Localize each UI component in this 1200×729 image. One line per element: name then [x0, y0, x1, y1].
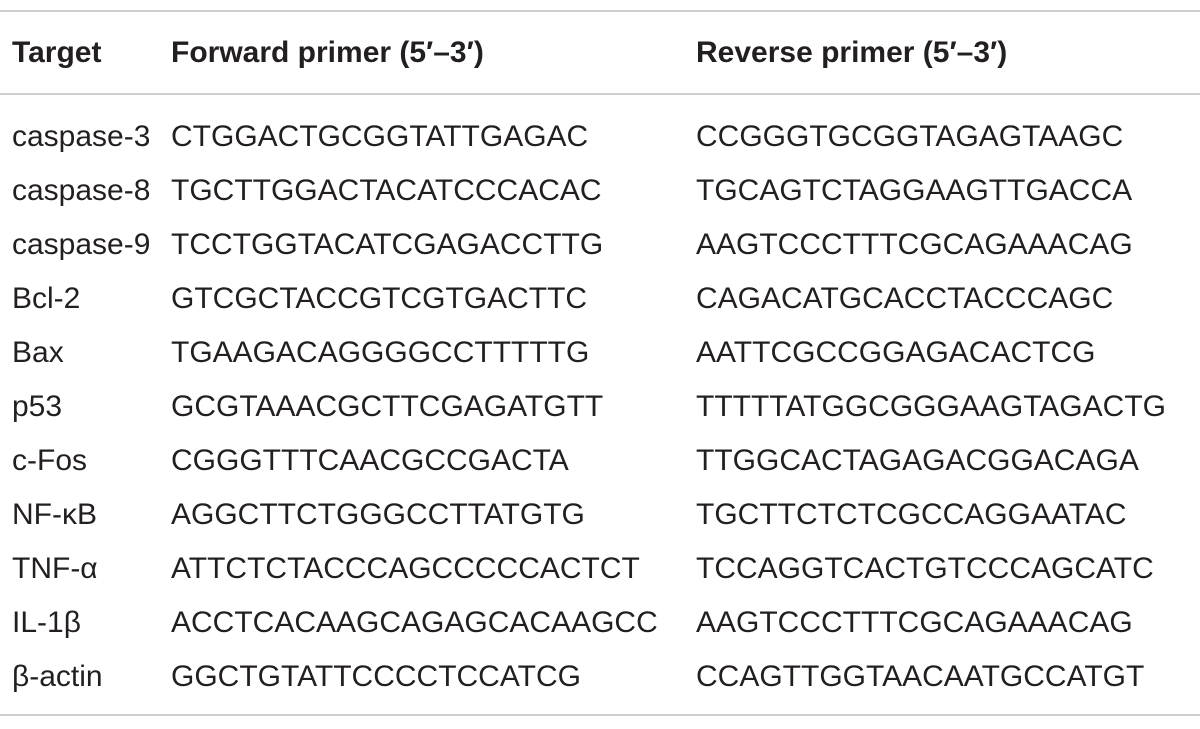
cell-reverse: TTGGCACTAGAGACGGACAGA	[696, 444, 1139, 477]
cell-forward: GGCTGTATTCCCCTCCATCG	[171, 660, 581, 693]
table-row: caspase-8 TGCTTGGACTACATCCCACAC TGCAGTCT…	[0, 164, 1200, 218]
cell-forward: AGGCTTCTGGGCCTTATGTG	[171, 498, 585, 531]
cell-forward: ATTCTCTACCCAGCCCCCACTCT	[171, 552, 640, 585]
header-target: Target	[12, 36, 102, 69]
table-top-rule	[0, 10, 1200, 12]
table-row: c-Fos CGGGTTTCAACGCCGACTA TTGGCACTAGAGAC…	[0, 434, 1200, 488]
cell-forward: ACCTCACAAGCAGAGCACAAGCC	[171, 606, 658, 639]
table-row: TNF-α ATTCTCTACCCAGCCCCCACTCT TCCAGGTCAC…	[0, 542, 1200, 596]
cell-forward: GTCGCTACCGTCGTGACTTC	[171, 282, 588, 315]
cell-target: caspase-9	[12, 228, 151, 261]
table-row: β-actin GGCTGTATTCCCCTCCATCG CCAGTTGGTAA…	[0, 650, 1200, 704]
cell-reverse: CCAGTTGGTAACAATGCCATGT	[696, 660, 1145, 693]
cell-reverse: AAGTCCCTTTCGCAGAAACAG	[696, 606, 1133, 639]
cell-reverse: TCCAGGTCACTGTCCCAGCATC	[696, 552, 1154, 585]
table-row: IL-1β ACCTCACAAGCAGAGCACAAGCC AAGTCCCTTT…	[0, 596, 1200, 650]
cell-forward: CGGGTTTCAACGCCGACTA	[171, 444, 569, 477]
cell-target: caspase-3	[12, 120, 151, 153]
cell-reverse: CCGGGTGCGGTAGAGTAAGC	[696, 120, 1124, 153]
cell-forward: TGCTTGGACTACATCCCACAC	[171, 174, 602, 207]
table-row: NF-κB AGGCTTCTGGGCCTTATGTG TGCTTCTCTCGCC…	[0, 488, 1200, 542]
cell-target: β-actin	[12, 660, 103, 693]
table-header-row: Target Forward primer (5′–3′) Reverse pr…	[0, 30, 1200, 76]
table-row: Bax TGAAGACAGGGGCCTTTTTG AATTCGCCGGAGACA…	[0, 326, 1200, 380]
cell-forward: TGAAGACAGGGGCCTTTTTG	[171, 336, 590, 369]
cell-reverse: TGCAGTCTAGGAAGTTGACCA	[696, 174, 1133, 207]
table-row: caspase-9 TCCTGGTACATCGAGACCTTG AAGTCCCT…	[0, 218, 1200, 272]
cell-reverse: AAGTCCCTTTCGCAGAAACAG	[696, 228, 1133, 261]
cell-reverse: AATTCGCCGGAGACACTCG	[696, 336, 1096, 369]
cell-target: Bax	[12, 336, 64, 369]
table-header-rule	[0, 93, 1200, 95]
cell-target: IL-1β	[12, 606, 81, 639]
cell-target: c-Fos	[12, 444, 87, 477]
cell-forward: CTGGACTGCGGTATTGAGAC	[171, 120, 589, 153]
table-row: p53 GCGTAAACGCTTCGAGATGTT TTTTTATGGCGGGA…	[0, 380, 1200, 434]
table-row: Bcl-2 GTCGCTACCGTCGTGACTTC CAGACATGCACCT…	[0, 272, 1200, 326]
header-reverse-primer: Reverse primer (5′–3′)	[696, 36, 1008, 69]
cell-target: caspase-8	[12, 174, 151, 207]
cell-target: p53	[12, 390, 63, 423]
cell-forward: GCGTAAACGCTTCGAGATGTT	[171, 390, 604, 423]
cell-reverse: CAGACATGCACCTACCCAGC	[696, 282, 1114, 315]
cell-target: Bcl-2	[12, 282, 81, 315]
cell-reverse: TGCTTCTCTCGCCAGGAATAC	[696, 498, 1127, 531]
cell-target: NF-κB	[12, 498, 97, 531]
table-body: caspase-3 CTGGACTGCGGTATTGAGAC CCGGGTGCG…	[0, 110, 1200, 704]
cell-reverse: TTTTTATGGCGGGAAGTAGACTG	[696, 390, 1166, 423]
cell-target: TNF-α	[12, 552, 98, 585]
cell-forward: TCCTGGTACATCGAGACCTTG	[171, 228, 604, 261]
table-row: caspase-3 CTGGACTGCGGTATTGAGAC CCGGGTGCG…	[0, 110, 1200, 164]
table-bottom-rule	[0, 714, 1200, 716]
header-forward-primer: Forward primer (5′–3′)	[171, 36, 484, 69]
